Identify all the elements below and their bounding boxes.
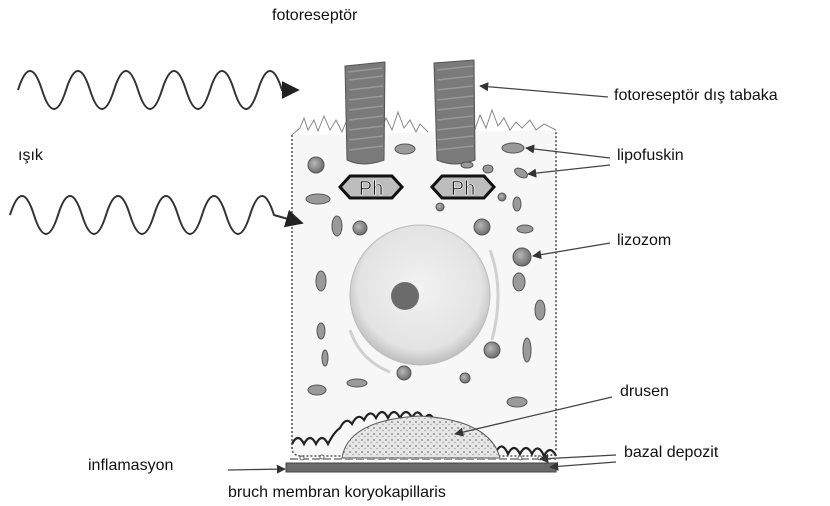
label-light: ışık — [18, 147, 43, 165]
phagosome-right: Ph — [432, 176, 494, 200]
label-bruch: bruch membran koryokapillaris — [228, 484, 446, 502]
ph-label-right: Ph — [451, 178, 475, 200]
phagosome-left: Ph — [340, 176, 402, 200]
nucleolus — [391, 282, 419, 310]
label-photoreceptor-outer: fotoreseptör dış tabaka — [614, 87, 778, 105]
light-wave-top — [18, 71, 298, 109]
pointer-inflammation — [228, 469, 285, 470]
label-lysosome: lizozom — [617, 232, 671, 250]
label-drusen: drusen — [620, 383, 669, 401]
label-basal-deposit: bazal depozit — [624, 444, 718, 462]
bruch-membrane — [286, 463, 556, 472]
light-wave-bottom — [10, 196, 302, 234]
pointer-bruch — [550, 462, 616, 467]
ph-label-left: Ph — [359, 178, 383, 200]
label-photoreceptor: fotoreseptör — [272, 7, 357, 25]
label-lipofuscin: lipofuskin — [617, 147, 684, 165]
pointer-outer-segment — [480, 86, 608, 97]
label-inflammation: inflamasyon — [88, 457, 173, 475]
